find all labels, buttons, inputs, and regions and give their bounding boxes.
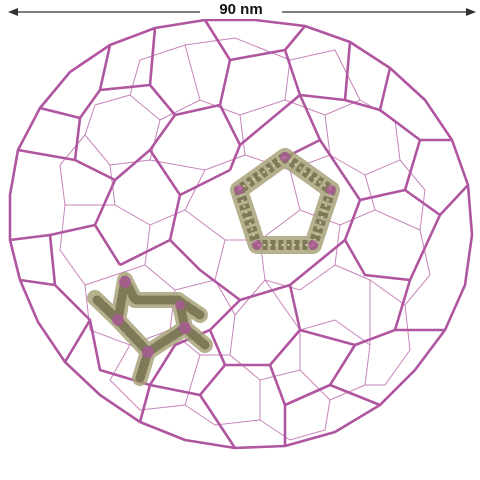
scale-arrow-right: [466, 8, 476, 16]
scale-bar-label: 90 nm: [200, 1, 282, 19]
cage-front-lattice: [8, 18, 474, 450]
pentagonal-ring-protein: [230, 148, 340, 254]
triskelion-protein-assembly: [87, 272, 213, 386]
cage-back-lattice: [59, 37, 431, 441]
scale-arrow-left: [8, 8, 18, 16]
